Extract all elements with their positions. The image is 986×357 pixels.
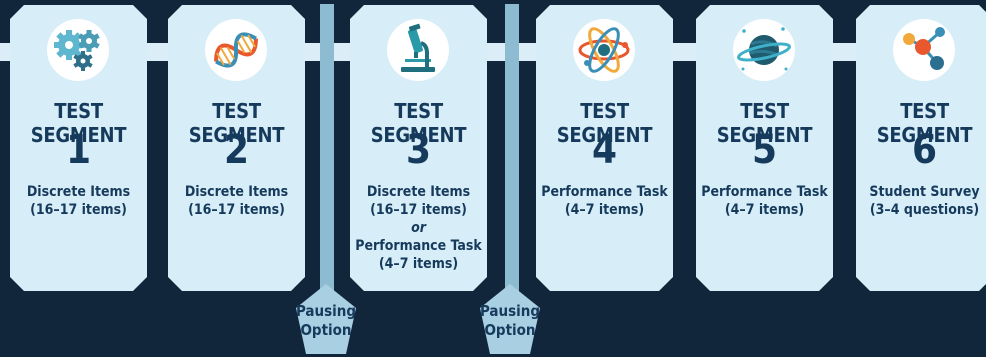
segment-title: TEST SEGMENT [188, 99, 285, 147]
description-line: (16–17 items) [30, 202, 127, 218]
segment-number: 5 [751, 127, 778, 173]
card-background [696, 5, 833, 291]
description-line: Discrete Items [184, 184, 289, 200]
description-line: Performance Task [701, 184, 828, 200]
card-background [536, 5, 673, 291]
description-line: (16–17 items) [188, 202, 285, 218]
description-line: Discrete Items [26, 184, 131, 200]
segment-description: Performance Task (4–7 items) [696, 183, 833, 219]
description-line: (4–7 items) [564, 202, 645, 218]
segment-number: 2 [223, 127, 250, 173]
description-line: Performance Task [355, 238, 482, 254]
segment-description: Student Survey (3–4 questions) [856, 183, 986, 219]
pause-label-line: Option [484, 321, 536, 339]
description-line: (3–4 questions) [869, 202, 980, 218]
pause-bar-2 [505, 4, 519, 304]
description-line: Discrete Items [366, 184, 471, 200]
gears-icon [47, 19, 109, 81]
segment-number: 1 [65, 127, 92, 173]
card-background [350, 5, 487, 291]
segment-title: TEST SEGMENT [30, 99, 127, 147]
dna-icon [205, 19, 267, 81]
segment-description: Discrete Items (16–17 items) [10, 183, 147, 219]
planet-icon [733, 19, 795, 81]
pause-label-line: Pausing [295, 302, 357, 320]
pentagon-shape [480, 284, 540, 354]
description-line: (4–7 items) [724, 202, 805, 218]
pentagon-shape [296, 284, 356, 354]
description-line: (4–7 items) [378, 256, 459, 272]
molecule-icon [893, 19, 955, 81]
description-line: Performance Task [541, 184, 668, 200]
segment-number: 6 [911, 127, 938, 173]
card-background [10, 5, 147, 291]
description-line: Student Survey [869, 184, 980, 200]
or-connector-text: or [411, 220, 426, 236]
segment-title: TEST SEGMENT [370, 99, 467, 147]
segment-description: Discrete Items (16–17 items) [168, 183, 305, 219]
card-background [856, 5, 986, 291]
atom-icon [573, 19, 635, 81]
segment-number: 4 [591, 127, 618, 173]
pause-bar-1 [320, 4, 334, 304]
description-line: (16–17 items) [370, 202, 467, 218]
pause-label-line: Pausing [479, 302, 541, 320]
segment-title: TEST SEGMENT [556, 99, 653, 147]
card-background [168, 5, 305, 291]
microscope-icon [387, 19, 449, 81]
segment-title: TEST SEGMENT [716, 99, 813, 147]
segment-description: Performance Task (4–7 items) [536, 183, 673, 219]
pause-label-line: Option [300, 321, 352, 339]
segment-number: 3 [405, 127, 432, 173]
segment-title: TEST SEGMENT [876, 99, 973, 147]
connector-band [0, 43, 986, 61]
